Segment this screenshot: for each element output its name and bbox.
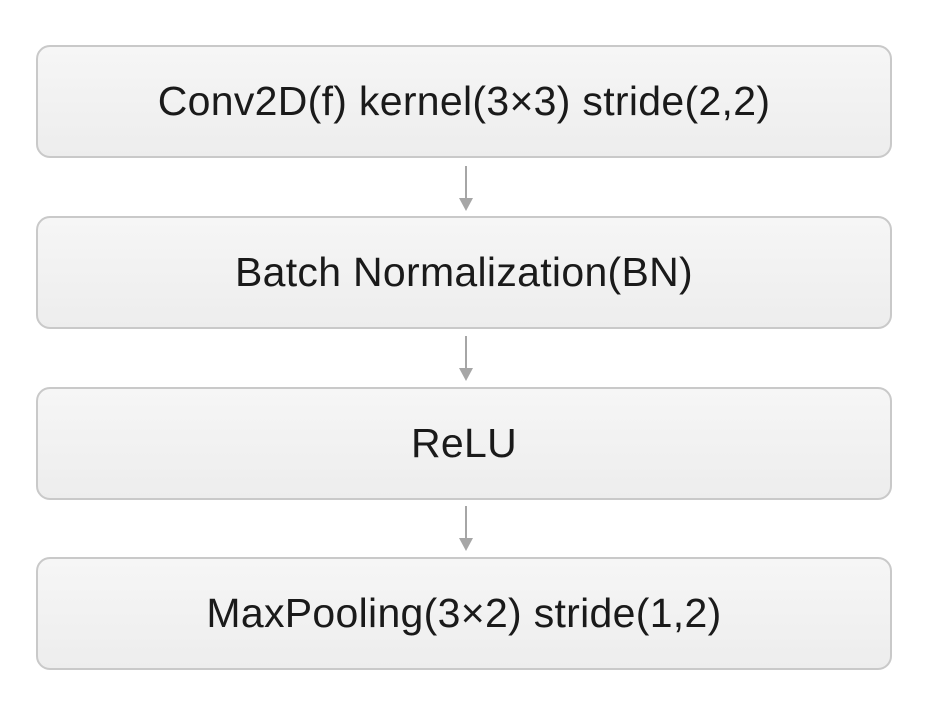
relu-layer-label: ReLU [410,420,518,466]
maxpooling-layer-box: MaxPooling(3×2) stride(1,2) [36,557,892,670]
arrow-down-icon [459,336,473,381]
arrow-down-icon [459,166,473,211]
conv2d-layer-label: Conv2D(f) kernel(3×3) stride(2,2) [157,78,771,124]
batch-normalization-layer-box: Batch Normalization(BN) [36,216,892,329]
relu-layer-box: ReLU [36,387,892,500]
maxpooling-layer-label: MaxPooling(3×2) stride(1,2) [206,590,722,636]
batch-normalization-layer-label: Batch Normalization(BN) [234,249,694,295]
arrow-down-icon [459,506,473,551]
conv2d-layer-box: Conv2D(f) kernel(3×3) stride(2,2) [36,45,892,158]
